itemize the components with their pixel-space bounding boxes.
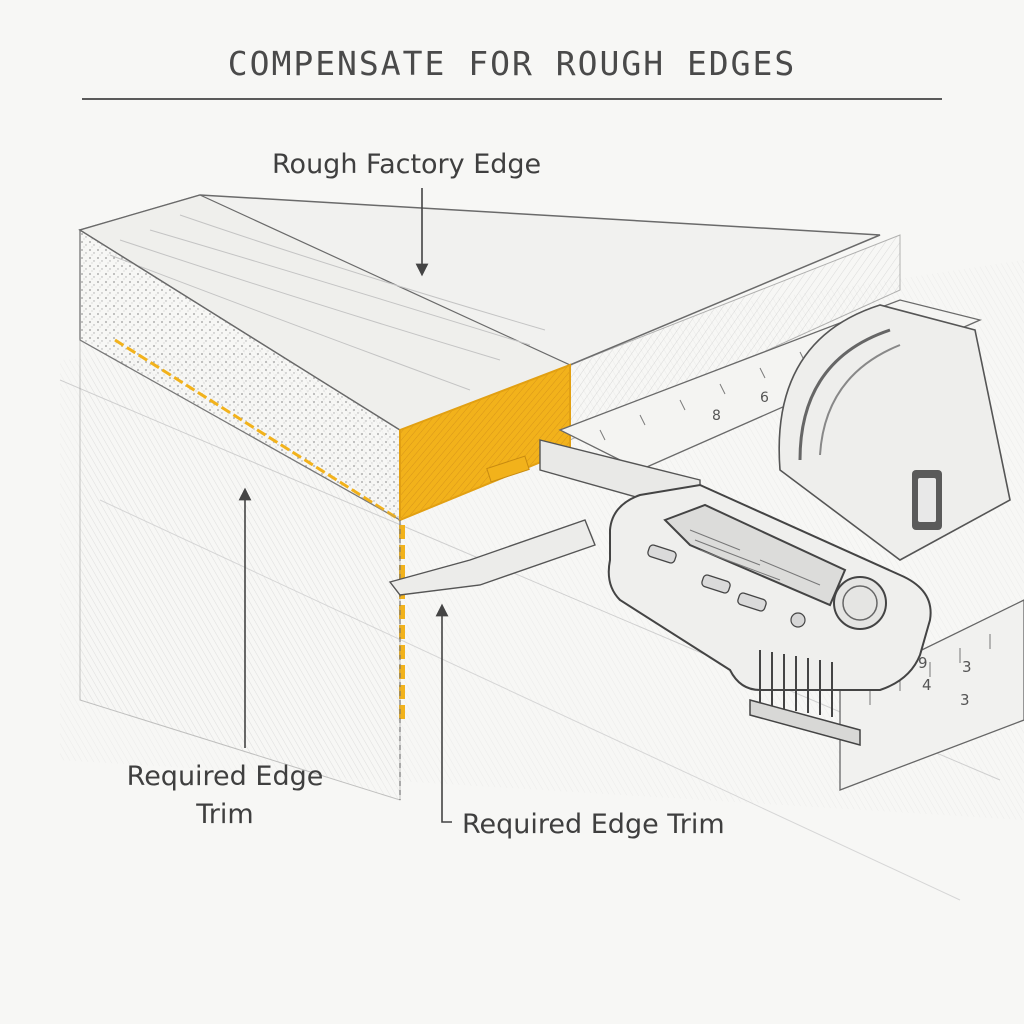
tape-mark-1: 8	[712, 408, 721, 424]
trim-line-side	[114, 338, 401, 522]
digital-caliper	[388, 439, 932, 746]
label-required-edge-trim-bottom: Required Edge Trim	[462, 809, 725, 840]
tape-measure: 8 6 4 3 9 3	[558, 299, 1024, 791]
label-required-edge-trim-left: Required Edge Trim	[112, 758, 338, 834]
tape-mark-3: 4	[922, 676, 932, 694]
tape-mark-2: 6	[760, 390, 769, 406]
tape-mark-5: 9	[918, 654, 928, 672]
tape-housing	[778, 304, 1011, 561]
label-required-edge-trim-left-line1: Required Edge	[126, 761, 324, 792]
page-title: COMPENSATE FOR ROUGH EDGES	[227, 44, 797, 83]
caliper-display	[663, 503, 847, 607]
title-divider	[82, 98, 942, 100]
tape-mark-4: 3	[962, 658, 972, 676]
caliper-button-3	[737, 592, 767, 612]
caliper-button-2	[701, 574, 731, 594]
caliper-grip	[759, 650, 833, 717]
caliper-jaw-tip-highlight	[486, 455, 530, 483]
annotations	[238, 188, 452, 823]
arrow-trim-bottom	[435, 603, 452, 823]
tape-mark-6: 3	[960, 691, 970, 709]
label-required-edge-trim-left-line2: Trim	[196, 799, 254, 830]
caliper-knob	[833, 576, 887, 630]
label-rough-factory-edge: Rough Factory Edge	[272, 149, 542, 180]
lower-ruler	[839, 599, 1024, 791]
caliper-jaw	[388, 519, 596, 596]
board	[78, 194, 901, 801]
caliper-button-1	[647, 544, 677, 564]
